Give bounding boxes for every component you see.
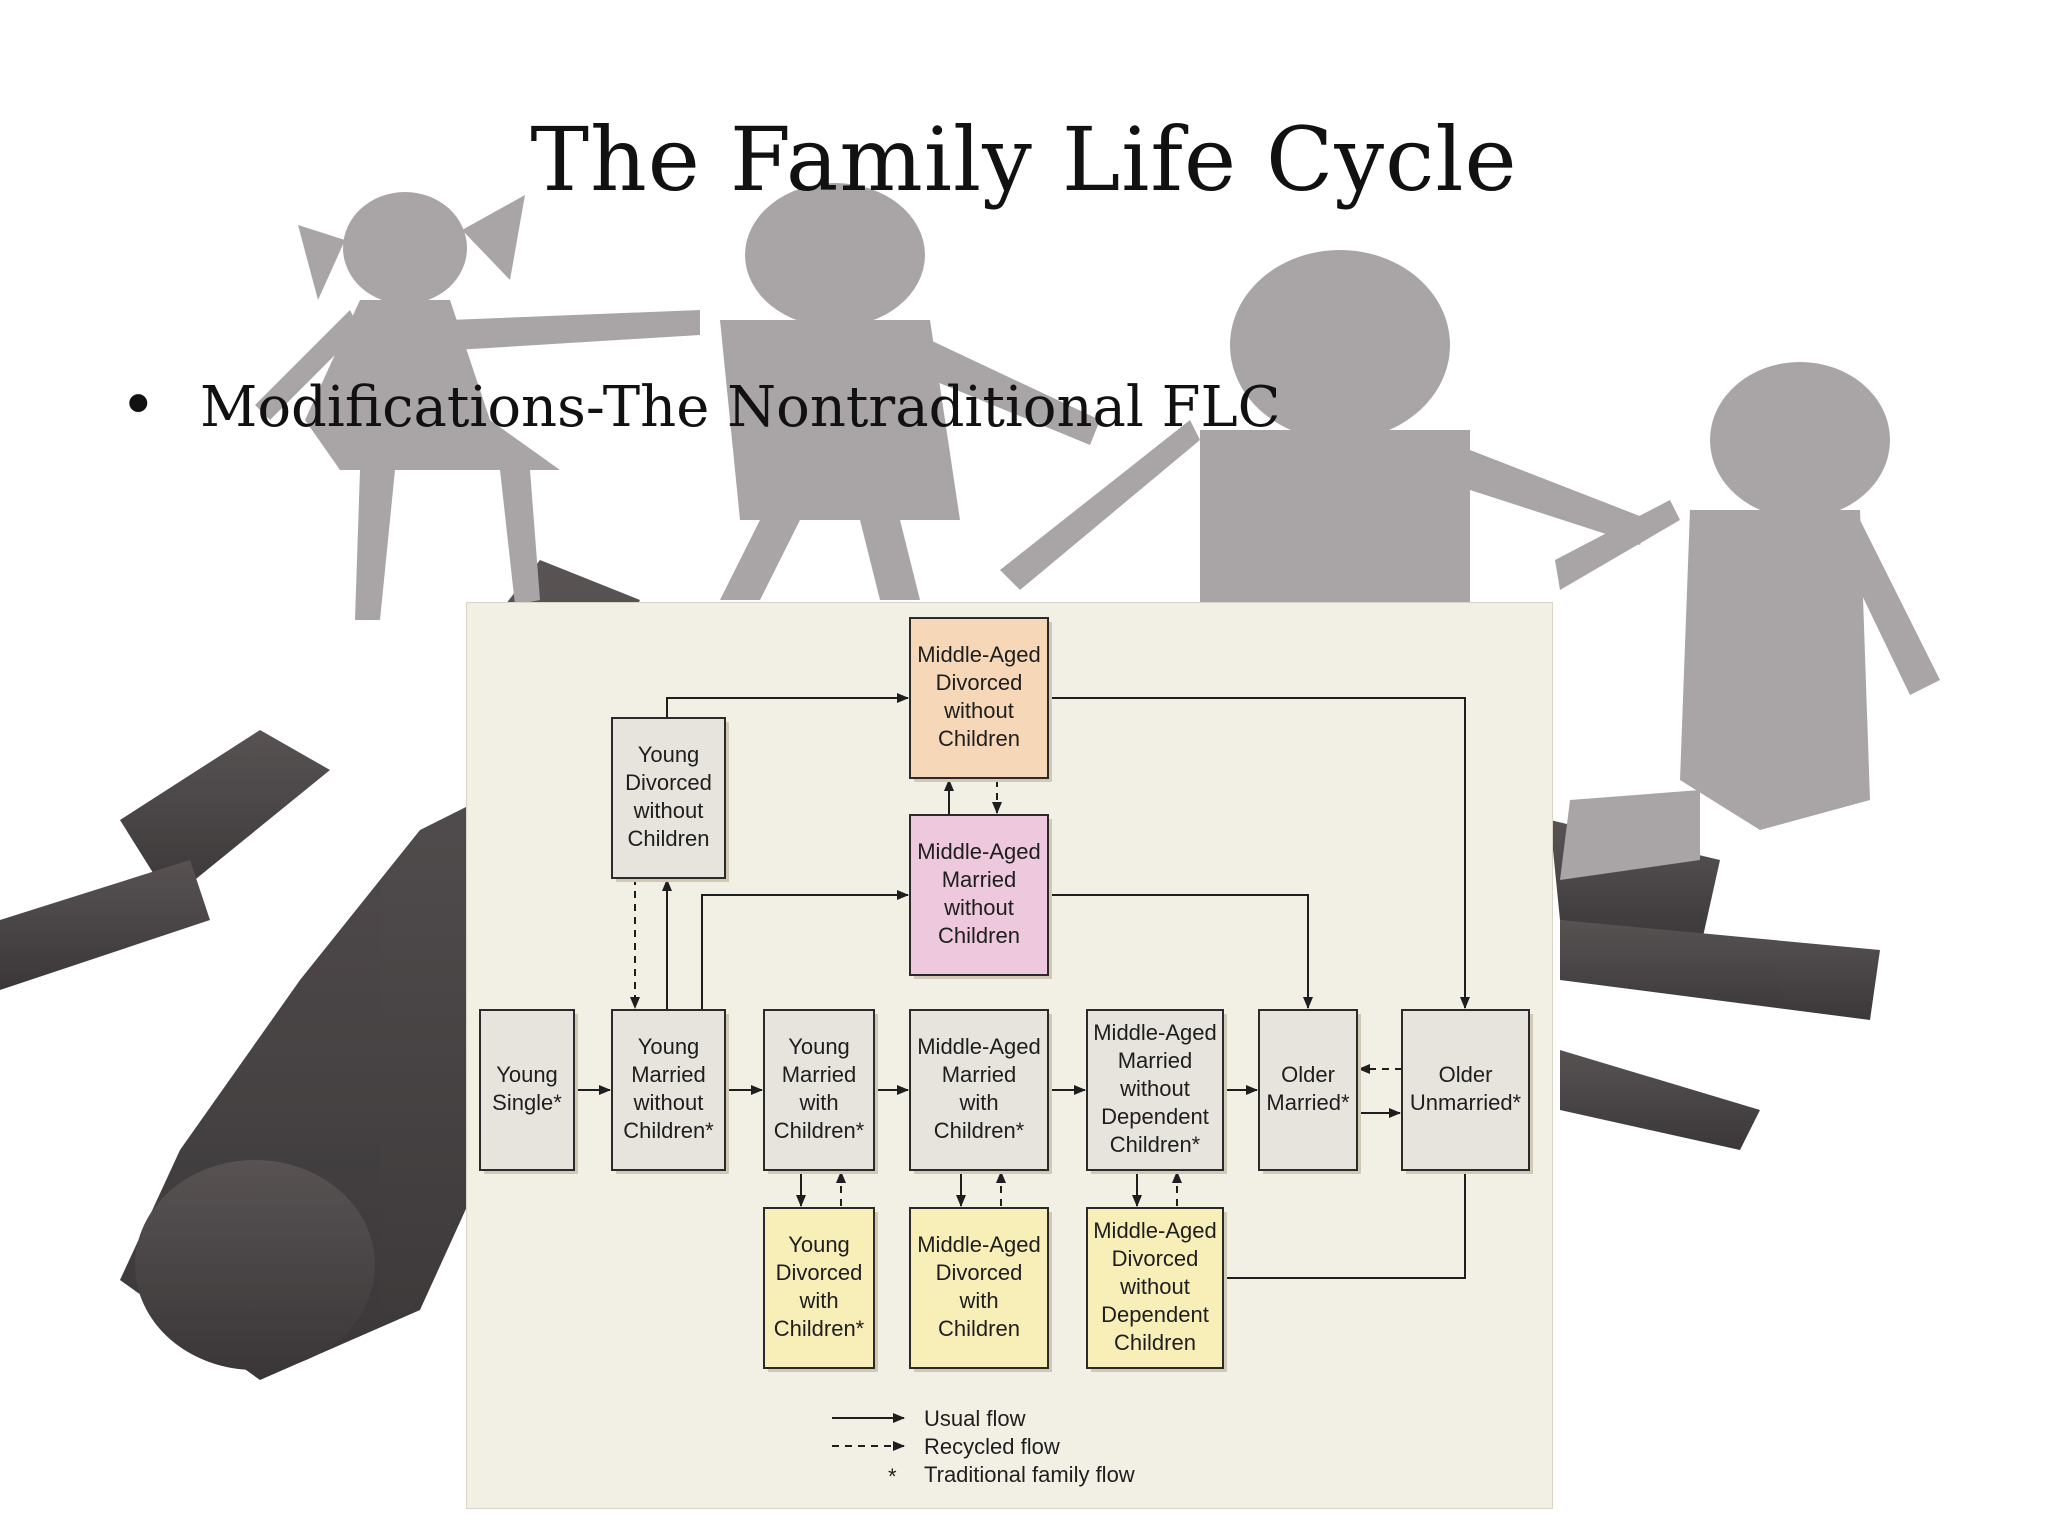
edge-ymnc-to-mmnc <box>701 890 909 1010</box>
node-label-line: Married <box>782 1062 857 1087</box>
edge-ydnc-to-mdnc <box>666 693 909 718</box>
node-label-line: Dependent <box>1101 1302 1209 1327</box>
node-label-line: without <box>943 698 1014 723</box>
node-label-line: Divorced <box>936 1260 1023 1285</box>
node-label-line: without <box>1119 1076 1190 1101</box>
node-box <box>763 1207 875 1369</box>
node-label-line: Children <box>938 1316 1020 1341</box>
node-label-line: Children <box>938 726 1020 751</box>
silhouette-figures <box>255 183 1940 880</box>
bullet-text: Modifications-The Nontraditional FLC <box>200 375 1281 440</box>
node-label-line: Children* <box>623 1118 714 1143</box>
node-label-line: Older <box>1281 1062 1335 1087</box>
node-label-line: Married <box>1118 1048 1193 1073</box>
legend-usual-label: Usual flow <box>924 1406 1026 1431</box>
node-label-line: Middle-Aged <box>1093 1218 1217 1243</box>
node-box <box>1401 1009 1530 1171</box>
legend-traditional-label: Traditional family flow <box>924 1462 1135 1487</box>
node-label-line: Middle-Aged <box>917 642 1041 667</box>
node-label-line: with <box>958 1288 998 1313</box>
node-box <box>611 1009 726 1171</box>
node-label-line: Children* <box>934 1118 1025 1143</box>
flow-edges <box>574 693 1470 1279</box>
node-label-line: Married <box>631 1062 706 1087</box>
node-box <box>479 1009 575 1171</box>
node-label-line: without <box>633 1090 704 1115</box>
node-label-line: Children <box>1114 1330 1196 1355</box>
legend-star: * <box>888 1464 897 1489</box>
node-box <box>763 1009 875 1171</box>
node-label-line: Young <box>788 1034 850 1059</box>
node-label-line: Children* <box>1110 1132 1201 1157</box>
edge-mdnd-to-older-unmarried <box>1223 1170 1466 1279</box>
slide-title: The Family Life Cycle <box>530 108 1518 211</box>
node-label-line: Divorced <box>1112 1246 1199 1271</box>
flow-diagram-svg: YoungSingle*YoungDivorcedwithoutChildren… <box>479 617 1533 1489</box>
node-label-line: Unmarried* <box>1410 1090 1522 1115</box>
node-label-line: Married* <box>1266 1090 1350 1115</box>
node-label-line: Young <box>638 742 700 767</box>
node-box <box>909 814 1049 976</box>
node-label-line: Married <box>942 1062 1017 1087</box>
node-label-line: Single* <box>492 1090 562 1115</box>
node-label-line: with <box>798 1090 838 1115</box>
node-label-line: Middle-Aged <box>1093 1020 1217 1045</box>
bullet-dot: • <box>120 368 157 441</box>
node-label-line: without <box>633 798 704 823</box>
node-label-line: Middle-Aged <box>917 1034 1041 1059</box>
node-label-line: Children* <box>774 1316 865 1341</box>
node-box <box>909 617 1049 779</box>
node-box <box>909 1207 1049 1369</box>
node-box <box>909 1009 1049 1171</box>
node-label-line: Divorced <box>776 1260 863 1285</box>
node-label-line: without <box>1119 1274 1190 1299</box>
node-label-line: Dependent <box>1101 1104 1209 1129</box>
node-label-line: Children <box>938 923 1020 948</box>
node-label-line: with <box>798 1288 838 1313</box>
node-label-line: Divorced <box>936 670 1023 695</box>
node-label-line: Older <box>1439 1062 1493 1087</box>
node-label-line: Children <box>628 826 710 851</box>
node-box <box>1086 1207 1224 1369</box>
legend-recycled-label: Recycled flow <box>924 1434 1060 1459</box>
flow-nodes: YoungSingle*YoungDivorcedwithoutChildren… <box>479 617 1533 1372</box>
node-label-line: Young <box>496 1062 558 1087</box>
edge-mdnc-to-older-unmarried <box>1048 697 1470 1009</box>
node-label-line: Young <box>638 1034 700 1059</box>
node-label-line: Married <box>942 867 1017 892</box>
node-label-line: Middle-Aged <box>917 839 1041 864</box>
node-label-line: without <box>943 895 1014 920</box>
node-box <box>1086 1009 1224 1171</box>
node-label-line: Children* <box>774 1118 865 1143</box>
node-label-line: Divorced <box>625 770 712 795</box>
node-label-line: with <box>958 1090 998 1115</box>
node-label-line: Middle-Aged <box>917 1232 1041 1257</box>
node-box <box>611 717 726 879</box>
bullet-item: • Modifications-The Nontraditional FLC <box>120 368 1281 441</box>
edge-mmnc-to-older-married <box>1048 894 1313 1009</box>
node-label-line: Young <box>788 1232 850 1257</box>
node-box <box>1258 1009 1358 1171</box>
